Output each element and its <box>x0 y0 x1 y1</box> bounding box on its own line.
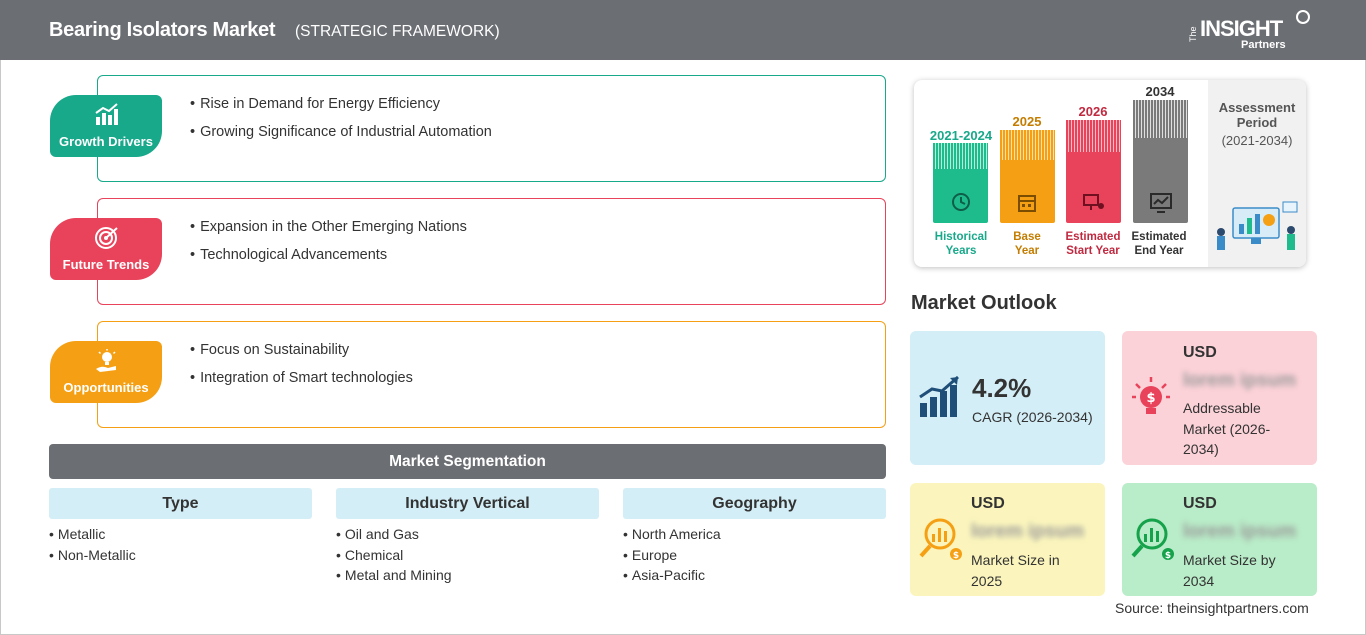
svg-text:$: $ <box>1165 551 1171 561</box>
size-2025-currency: USD <box>971 495 1005 512</box>
future-trends-list: Expansion in the Other Emerging Nations … <box>190 219 467 275</box>
growth-drivers-label: Growth Drivers <box>59 134 153 149</box>
list-item: Rise in Demand for Energy Efficiency <box>190 96 492 124</box>
logo-ring-icon <box>1296 10 1310 24</box>
opportunities-box: Focus on Sustainability Integration of S… <box>97 321 886 428</box>
size-2025-value: lorem ipsum <box>971 521 1084 542</box>
list-item: Non-Metallic <box>49 547 312 568</box>
addressable-currency: USD <box>1183 344 1217 361</box>
header-bar: Bearing Isolators Market (STRATEGIC FRAM… <box>0 0 1366 60</box>
list-item: Chemical <box>336 547 599 568</box>
segment-column-industry-vertical: Industry Vertical Oil and Gas Chemical M… <box>336 488 599 588</box>
cagr-card <box>910 331 1105 465</box>
list-item: North America <box>623 526 886 547</box>
assessment-period-panel: Assessment Period (2021-2034) <box>1208 80 1306 267</box>
dollar-lightbulb-icon: $ <box>1132 377 1170 414</box>
addressable-market-card: $ USD lorem ipsum Addressable Market (20… <box>1122 331 1317 465</box>
assessment-period-range: (2021-2034) <box>1221 133 1293 148</box>
logo-insight: INSIGHT <box>1200 16 1283 41</box>
segment-header: Type <box>49 488 312 519</box>
addressable-desc: Addressable Market (2026-2034) <box>1183 400 1271 457</box>
base-label: Base Year <box>1013 231 1041 257</box>
future-trends-tag: Future Trends <box>50 218 162 280</box>
historical-year: 2021-2024 <box>929 128 993 143</box>
historical-label: Historical Years <box>934 231 988 257</box>
calendar-icon <box>1018 195 1036 212</box>
cagr-label: CAGR (2026-2034) <box>972 409 1093 425</box>
svg-text:$: $ <box>1146 391 1155 406</box>
cagr-value: 4.2% <box>972 373 1032 403</box>
analytics-people-icon <box>1217 201 1298 250</box>
growth-drivers-list: Rise in Demand for Energy Efficiency Gro… <box>190 96 492 152</box>
opportunities-list: Focus on Sustainability Integration of S… <box>190 342 413 398</box>
growth-drivers-tag: Growth Drivers <box>50 95 162 157</box>
assessment-period-label: Assessment Period <box>1218 100 1296 130</box>
base-year: 2025 <box>1012 114 1042 129</box>
addressable-value: lorem ipsum <box>1183 370 1296 391</box>
growth-drivers-box: Rise in Demand for Energy Efficiency Gro… <box>97 75 886 182</box>
magnifier-chart-icon: $ <box>919 518 962 561</box>
segment-header: Industry Vertical <box>336 488 599 519</box>
start-year: 2026 <box>1078 104 1108 119</box>
list-item: Growing Significance of Industrial Autom… <box>190 124 492 152</box>
growth-chart-icon <box>919 375 959 417</box>
presentation-icon <box>1083 194 1104 210</box>
end-year: 2034 <box>1145 84 1175 99</box>
magnifier-chart-icon: $ <box>1131 518 1174 561</box>
page-title: Bearing Isolators Market <box>49 19 276 41</box>
logo-the: The <box>1188 26 1198 42</box>
market-size-2025-card: $ USD lorem ipsum Market Size in 2025 <box>910 483 1105 596</box>
list-item: Europe <box>623 547 886 568</box>
market-size-2034-card: $ USD lorem ipsum Market Size by 2034 <box>1122 483 1317 596</box>
list-item: Technological Advancements <box>190 247 467 275</box>
list-item: Expansion in the Other Emerging Nations <box>190 219 467 247</box>
size-2025-desc: Market Size in 2025 <box>971 552 1060 589</box>
growth-chart-icon <box>95 103 118 125</box>
opportunities-label: Opportunities <box>63 380 149 395</box>
history-clock-icon <box>952 193 970 211</box>
size-2034-value: lorem ipsum <box>1183 521 1296 542</box>
lightbulb-hand-icon <box>96 349 116 372</box>
future-trends-label: Future Trends <box>62 257 150 272</box>
list-item: Integration of Smart technologies <box>190 370 413 398</box>
market-segmentation-header: Market Segmentation <box>49 444 886 479</box>
segment-column-geography: Geography North America Europe Asia-Paci… <box>623 488 886 588</box>
segment-header: Geography <box>623 488 886 519</box>
source-credit: Source: theinsightpartners.com <box>1115 600 1309 616</box>
segment-column-type: Type Metallic Non-Metallic <box>49 488 312 567</box>
opportunities-tag: Opportunities <box>50 341 162 403</box>
start-label: Estimated Start Year <box>1065 231 1121 257</box>
size-2034-desc: Market Size by 2034 <box>1183 552 1276 589</box>
size-2034-currency: USD <box>1183 495 1217 512</box>
list-item: Asia-Pacific <box>623 567 886 588</box>
list-item: Focus on Sustainability <box>190 342 413 370</box>
svg-text:$: $ <box>953 551 959 561</box>
logo-partners: Partners <box>1241 39 1286 51</box>
target-icon <box>95 227 118 249</box>
market-outlook-title: Market Outlook <box>911 292 1057 314</box>
insight-partners-logo[interactable]: The INSIGHT Partners <box>1188 10 1318 54</box>
historical-bar <box>933 143 988 223</box>
page-subtitle: (STRATEGIC FRAMEWORK) <box>295 23 500 40</box>
list-item: Metal and Mining <box>336 567 599 588</box>
start-bar <box>1066 120 1121 223</box>
future-trends-box: Expansion in the Other Emerging Nations … <box>97 198 886 305</box>
end-label: Estimated End Year <box>1131 231 1187 257</box>
list-item: Metallic <box>49 526 312 547</box>
base-bar <box>1000 130 1055 223</box>
end-bar <box>1133 100 1188 223</box>
monitor-chart-icon <box>1150 193 1172 213</box>
list-item: Oil and Gas <box>336 526 599 547</box>
